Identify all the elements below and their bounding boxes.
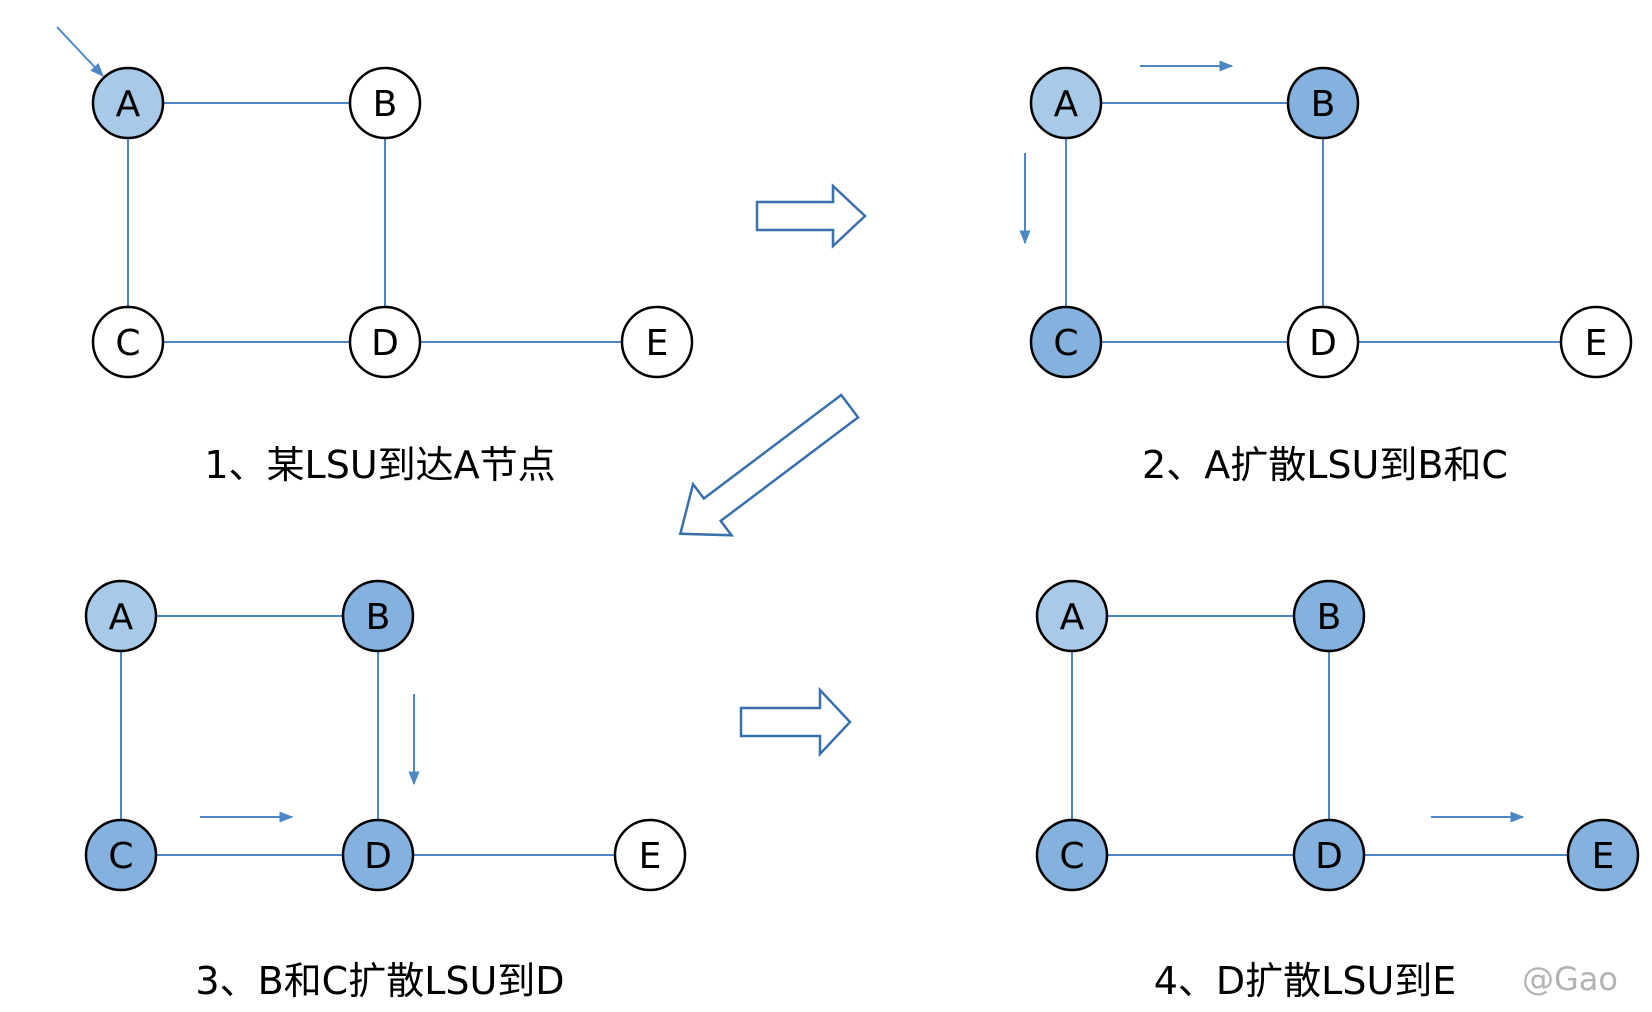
node-circle-B (341, 579, 415, 653)
node-C: C (91, 305, 165, 379)
node-C: C (1029, 305, 1103, 379)
panel-3: A B C D E 3、B和C扩散LSU到D (84, 579, 687, 1003)
node-circle-D (1292, 818, 1366, 892)
node-circle-A (84, 579, 158, 653)
node-circle-B (348, 66, 422, 140)
node-label-C: C (1053, 323, 1078, 364)
node-label-D: D (1315, 836, 1343, 877)
node-label-A: A (109, 597, 134, 638)
node-label-B: B (366, 597, 391, 638)
node-label-C: C (115, 323, 140, 364)
node-label-B: B (373, 84, 398, 125)
step-arrow-1-to-2 (755, 183, 867, 249)
node-E: E (1566, 818, 1640, 892)
node-circle-A (1029, 66, 1103, 140)
node-label-C: C (108, 836, 133, 877)
node-circle-B (1292, 579, 1366, 653)
node-circle-D (341, 818, 415, 892)
node-C: C (84, 818, 158, 892)
flow-arrow-IN-A (56, 26, 104, 78)
node-D: D (1292, 818, 1366, 892)
node-circle-C (1035, 818, 1109, 892)
node-circle-D (348, 305, 422, 379)
node-A: A (1029, 66, 1103, 140)
watermark: @Gao (1522, 960, 1618, 998)
node-E: E (620, 305, 694, 379)
node-label-E: E (639, 836, 662, 877)
panel-4: A B C D E 4、D扩散LSU到E (1035, 579, 1640, 1003)
step-arrow-3-to-4 (739, 686, 852, 758)
node-label-E: E (1592, 836, 1615, 877)
node-label-A: A (116, 84, 141, 125)
node-A: A (84, 579, 158, 653)
node-E: E (1559, 305, 1633, 379)
node-label-D: D (364, 836, 392, 877)
node-circle-E (1559, 305, 1633, 379)
caption-step-3: 3、B和C扩散LSU到D (195, 959, 564, 1003)
step-arrow-2-to-3 (678, 393, 860, 537)
node-circle-E (613, 818, 687, 892)
node-A: A (91, 66, 165, 140)
panel-2: A B C D E 2、A扩散LSU到B和C (1019, 60, 1633, 487)
node-circle-A (1035, 579, 1109, 653)
node-label-E: E (1585, 323, 1608, 364)
node-label-A: A (1060, 597, 1085, 638)
node-C: C (1035, 818, 1109, 892)
node-label-E: E (646, 323, 669, 364)
node-A: A (1035, 579, 1109, 653)
node-circle-C (1029, 305, 1103, 379)
node-circle-B (1286, 66, 1360, 140)
panel-1: A B C D E 1、某LSU到达A节点 (56, 26, 694, 487)
node-circle-C (84, 818, 158, 892)
node-label-B: B (1311, 84, 1336, 125)
node-D: D (348, 305, 422, 379)
caption-step-4: 4、D扩散LSU到E (1154, 959, 1457, 1003)
caption-step-2: 2、A扩散LSU到B和C (1142, 443, 1508, 487)
node-B: B (1292, 579, 1366, 653)
node-D: D (1286, 305, 1360, 379)
node-B: B (348, 66, 422, 140)
node-label-D: D (371, 323, 399, 364)
node-label-C: C (1059, 836, 1084, 877)
node-circle-D (1286, 305, 1360, 379)
node-D: D (341, 818, 415, 892)
node-circle-E (1566, 818, 1640, 892)
node-circle-C (91, 305, 165, 379)
node-B: B (341, 579, 415, 653)
node-circle-E (620, 305, 694, 379)
node-E: E (613, 818, 687, 892)
caption-step-1: 1、某LSU到达A节点 (204, 443, 555, 487)
node-label-D: D (1309, 323, 1337, 364)
node-B: B (1286, 66, 1360, 140)
node-label-A: A (1054, 84, 1079, 125)
node-circle-A (91, 66, 165, 140)
node-label-B: B (1317, 597, 1342, 638)
